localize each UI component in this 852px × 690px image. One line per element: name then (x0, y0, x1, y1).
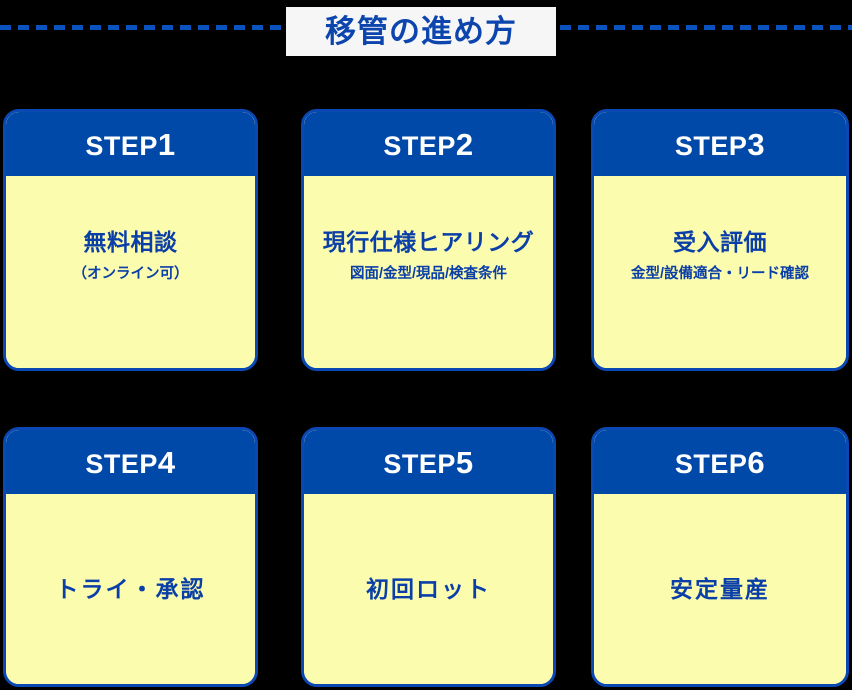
step-card-6-prefix: STEP (674, 448, 748, 479)
step-card-1-title: 無料相談 (83, 229, 178, 255)
step-card-4-body: トライ・承認 (6, 494, 255, 684)
step-card-3-title: 受入評価 (673, 229, 767, 255)
step-card-4-number: 4 (157, 444, 176, 480)
step-card-1[interactable]: STEP1 無料相談 （オンライン可） (3, 109, 258, 371)
step-card-3-header-label: STEP3 (675, 129, 765, 160)
step-card-5-prefix: STEP (383, 448, 456, 479)
step-card-3-header: STEP3 (594, 112, 846, 176)
step-card-4[interactable]: STEP4 トライ・承認 (3, 427, 258, 687)
step-card-3-subtitle: 金型/設備適合・リード確認 (630, 265, 810, 282)
step-card-5-title: 初回ロット (366, 575, 491, 602)
step-card-6-header: STEP6 (594, 430, 846, 494)
step-flow-grid: STEP1 無料相談 （オンライン可） STEP2 現行仕様ヒアリング 図面/金… (0, 100, 852, 690)
step-card-1-header: STEP1 (6, 112, 255, 176)
step-card-2-number: 2 (455, 126, 474, 162)
dashed-rule-left (0, 25, 290, 30)
step-card-2-title: 現行仕様ヒアリング (322, 229, 535, 255)
step-card-1-number: 1 (157, 126, 176, 162)
step-card-1-body: 無料相談 （オンライン可） (6, 176, 255, 368)
step-card-2[interactable]: STEP2 現行仕様ヒアリング 図面/金型/現品/検査条件 (301, 109, 556, 371)
step-card-4-header: STEP4 (6, 430, 255, 494)
step-card-1-subtitle: （オンライン可） (72, 265, 189, 282)
step-card-5[interactable]: STEP5 初回ロット (301, 427, 556, 687)
step-card-3-body: 受入評価 金型/設備適合・リード確認 (594, 176, 846, 368)
step-card-5-number: 5 (455, 444, 474, 480)
step-card-2-prefix: STEP (383, 130, 456, 161)
dashed-rule-right (560, 25, 852, 30)
step-card-5-body: 初回ロット (304, 494, 553, 684)
step-card-5-header: STEP5 (304, 430, 553, 494)
page-title: 移管の進め方 (325, 14, 517, 49)
section-header: 移管の進め方 (0, 0, 852, 60)
step-card-4-title: トライ・承認 (55, 575, 206, 602)
section-title-box: 移管の進め方 (286, 7, 556, 56)
step-card-1-prefix: STEP (85, 130, 158, 161)
step-card-3-number: 3 (747, 126, 766, 162)
step-card-6-number: 6 (747, 444, 766, 480)
step-card-1-header-label: STEP1 (85, 129, 175, 160)
step-card-6-title: 安定量産 (670, 575, 770, 602)
step-card-2-header: STEP2 (304, 112, 553, 176)
step-card-6-header-label: STEP6 (675, 447, 765, 478)
step-card-4-prefix: STEP (85, 448, 158, 479)
step-card-2-subtitle: 図面/金型/現品/検査条件 (349, 265, 508, 282)
step-card-2-body: 現行仕様ヒアリング 図面/金型/現品/検査条件 (304, 176, 553, 368)
step-card-3[interactable]: STEP3 受入評価 金型/設備適合・リード確認 (591, 109, 849, 371)
step-card-3-prefix: STEP (674, 130, 748, 161)
step-card-4-header-label: STEP4 (85, 447, 175, 478)
step-card-2-header-label: STEP2 (383, 129, 473, 160)
step-card-6-body: 安定量産 (594, 494, 846, 684)
step-card-5-header-label: STEP5 (383, 447, 473, 478)
step-card-6[interactable]: STEP6 安定量産 (591, 427, 849, 687)
